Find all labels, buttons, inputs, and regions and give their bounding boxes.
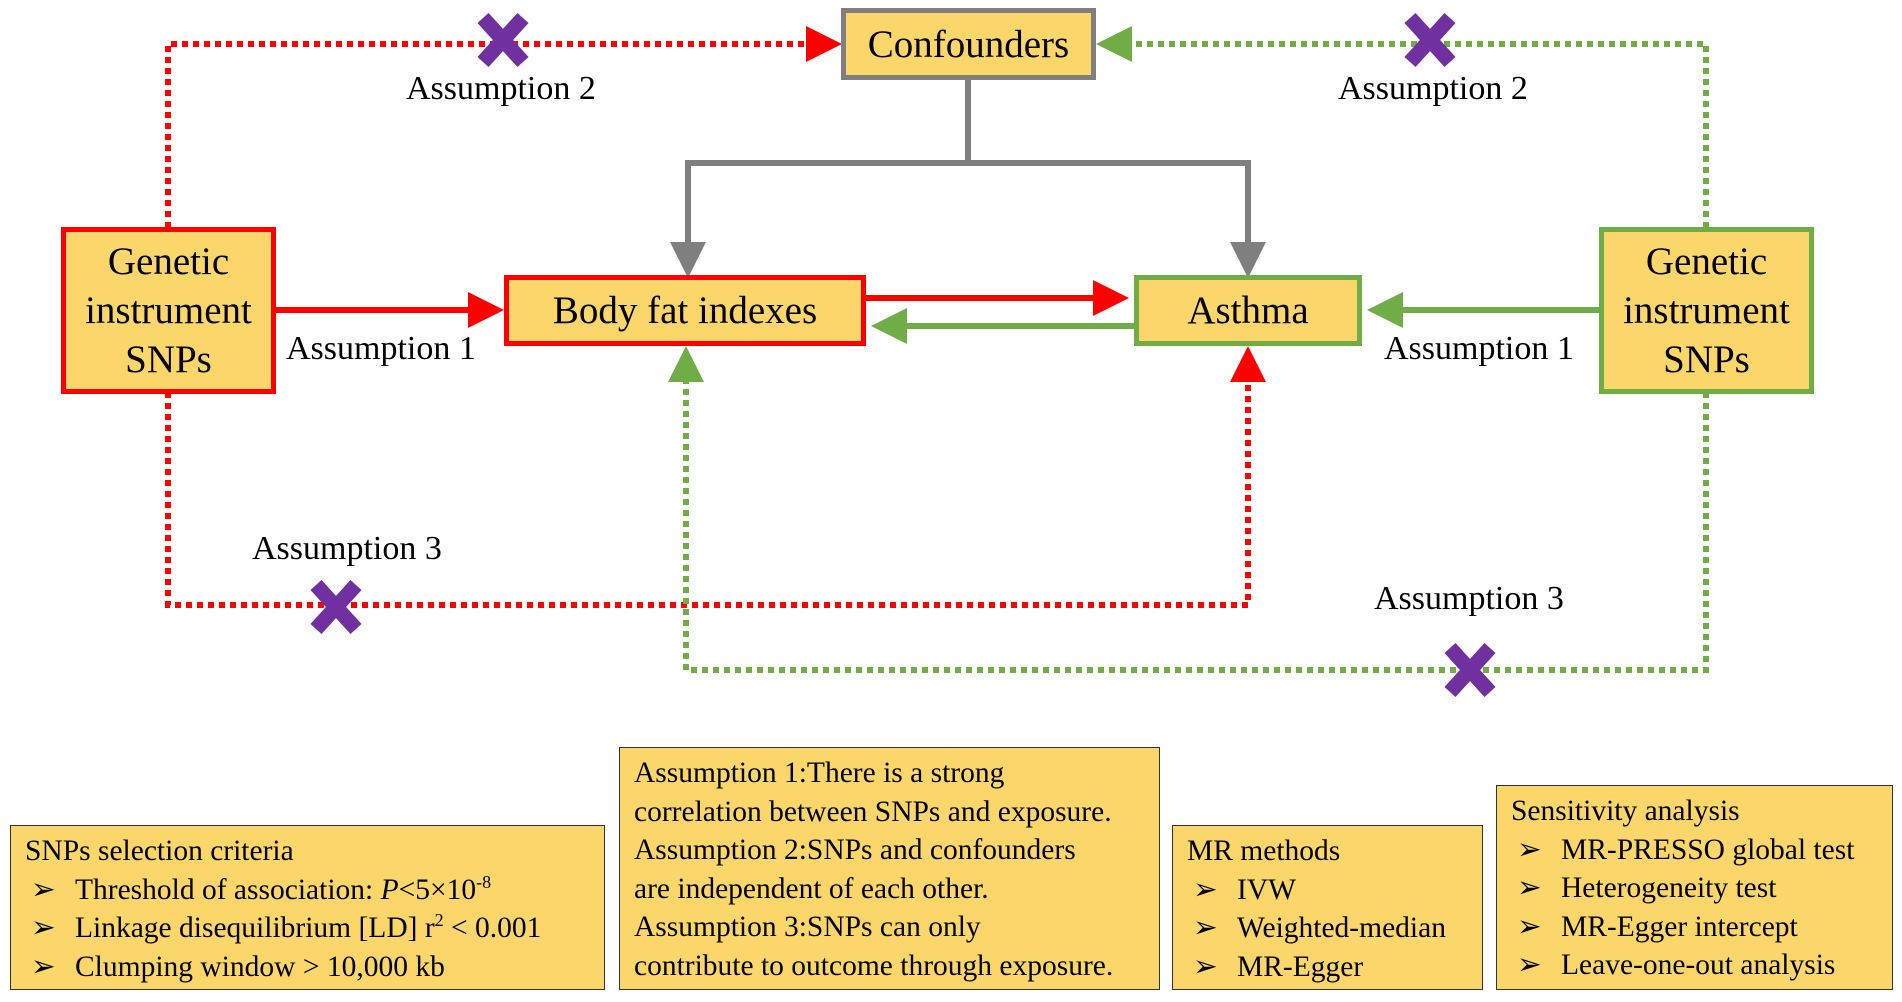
- criteria-suffix: < 0.001: [443, 912, 542, 944]
- confounder-edge: [968, 160, 1266, 278]
- sensitivity-panel: Sensitivity analysis ➢ MR-PRESSO global …: [1496, 785, 1893, 990]
- confounders-node: Confounders: [841, 8, 1096, 80]
- instrument-exposure-bypass-edge-green: [668, 346, 1709, 673]
- outcome-node: Asthma: [1134, 275, 1362, 346]
- confounder-edge: [670, 78, 971, 278]
- outcome-label: Asthma: [1187, 289, 1309, 332]
- instrument-left-line: instrument: [85, 289, 252, 332]
- sensitivity-item: Heterogeneity test: [1561, 872, 1777, 904]
- list-item: ➢ MR-Egger: [1187, 948, 1468, 987]
- bullet-icon: ➢: [1517, 910, 1542, 943]
- sensitivity-item: Leave-one-out analysis: [1561, 949, 1836, 981]
- list-item: ➢ IVW: [1187, 871, 1468, 910]
- exposure-label: Body fat indexes: [552, 289, 818, 332]
- assumption-line: correlation between SNPs and exposure.: [634, 795, 1112, 828]
- criteria-text: Threshold of association:: [75, 873, 381, 906]
- p-value: <5×10: [398, 873, 477, 906]
- r-exponent: 2: [434, 910, 444, 931]
- list-item: ➢ Heterogeneity test: [1511, 869, 1878, 908]
- list-item: ➢ Leave-one-out analysis: [1511, 946, 1878, 985]
- assumption1-label-left: Assumption 1: [286, 330, 476, 367]
- instrument-right-line: Genetic: [1645, 240, 1768, 283]
- list-item: ➢ MR-PRESSO global test: [1511, 831, 1878, 870]
- bullet-icon: ➢: [31, 912, 56, 944]
- sensitivity-item: MR-PRESSO global test: [1561, 833, 1855, 866]
- mr-methods-panel: MR methods ➢ IVW ➢ Weighted-median ➢ MR-…: [1172, 825, 1483, 990]
- assumption1-label-right: Assumption 1: [1384, 330, 1574, 367]
- method-label: IVW: [1237, 873, 1296, 906]
- confounders-label: Confounders: [867, 22, 1070, 66]
- assumption2-label-right: Assumption 2: [1338, 70, 1528, 107]
- instrument-confounder-edge-green: [1096, 26, 1709, 228]
- bullet-icon: ➢: [1517, 872, 1542, 904]
- assumption-line: Assumption 1:There is a strong: [634, 757, 1005, 789]
- cross-icon: [310, 579, 362, 635]
- assumption-line: Assumption 2:SNPs and confounders: [634, 834, 1076, 866]
- method-label: MR-Egger: [1237, 950, 1364, 983]
- instrument-left-line: Genetic: [107, 240, 230, 283]
- criteria-text: Clumping window > 10,000 kb: [75, 950, 445, 983]
- exposure-node: Body fat indexes: [504, 275, 866, 346]
- snp-criteria-title: SNPs selection criteria: [25, 835, 294, 867]
- criteria-text: Linkage disequilibrium [LD] r: [75, 912, 435, 944]
- list-item: ➢ Weighted-median: [1187, 909, 1468, 948]
- bullet-icon: ➢: [1193, 950, 1218, 983]
- instrument-outcome-bypass-edge-red: [165, 346, 1266, 608]
- assumption-line: Assumption 3:SNPs can only: [634, 911, 981, 943]
- bullet-icon: ➢: [31, 873, 56, 906]
- bullet-icon: ➢: [1517, 833, 1542, 866]
- bullet-icon: ➢: [31, 950, 56, 983]
- cross-icon: [477, 12, 529, 68]
- assumption-line: contribute to outcome through exposure.: [634, 949, 1114, 982]
- sensitivity-item: MR-Egger intercept: [1561, 910, 1798, 943]
- instrument-right-line: SNPs: [1663, 338, 1750, 381]
- bullet-icon: ➢: [1517, 949, 1542, 981]
- list-item: ➢ Threshold of association: P<5×10-8: [25, 871, 590, 910]
- instrument-right-node: Genetic instrument SNPs: [1599, 227, 1814, 394]
- bullet-icon: ➢: [1193, 912, 1218, 944]
- method-label: Weighted-median: [1237, 912, 1446, 944]
- snp-criteria-panel: SNPs selection criteria ➢ Threshold of a…: [10, 825, 605, 990]
- assumption2-label-left: Assumption 2: [406, 70, 596, 107]
- list-item: ➢ MR-Egger intercept: [1511, 908, 1878, 947]
- cross-icon: [1404, 12, 1456, 68]
- list-item: ➢ Linkage disequilibrium [LD] r2 < 0.001: [25, 909, 590, 948]
- p-exponent: -8: [476, 871, 492, 892]
- instrument-left-node: Genetic instrument SNPs: [61, 227, 276, 394]
- assumption-line: are independent of each other.: [634, 872, 989, 905]
- p-symbol: P: [380, 873, 399, 906]
- mr-methods-title: MR methods: [1187, 835, 1341, 867]
- cross-icon: [1444, 642, 1496, 698]
- sensitivity-title: Sensitivity analysis: [1511, 795, 1740, 827]
- instrument-left-line: SNPs: [125, 338, 212, 381]
- assumptions-panel: Assumption 1:There is a strong correlati…: [619, 747, 1160, 990]
- bullet-icon: ➢: [1193, 873, 1218, 906]
- assumption3-label-left: Assumption 3: [252, 530, 442, 567]
- instrument-right-line: instrument: [1623, 289, 1790, 332]
- instrument-confounder-edge-red: [165, 26, 842, 228]
- list-item: ➢ Clumping window > 10,000 kb: [25, 948, 590, 987]
- assumption3-label-right: Assumption 3: [1374, 580, 1564, 617]
